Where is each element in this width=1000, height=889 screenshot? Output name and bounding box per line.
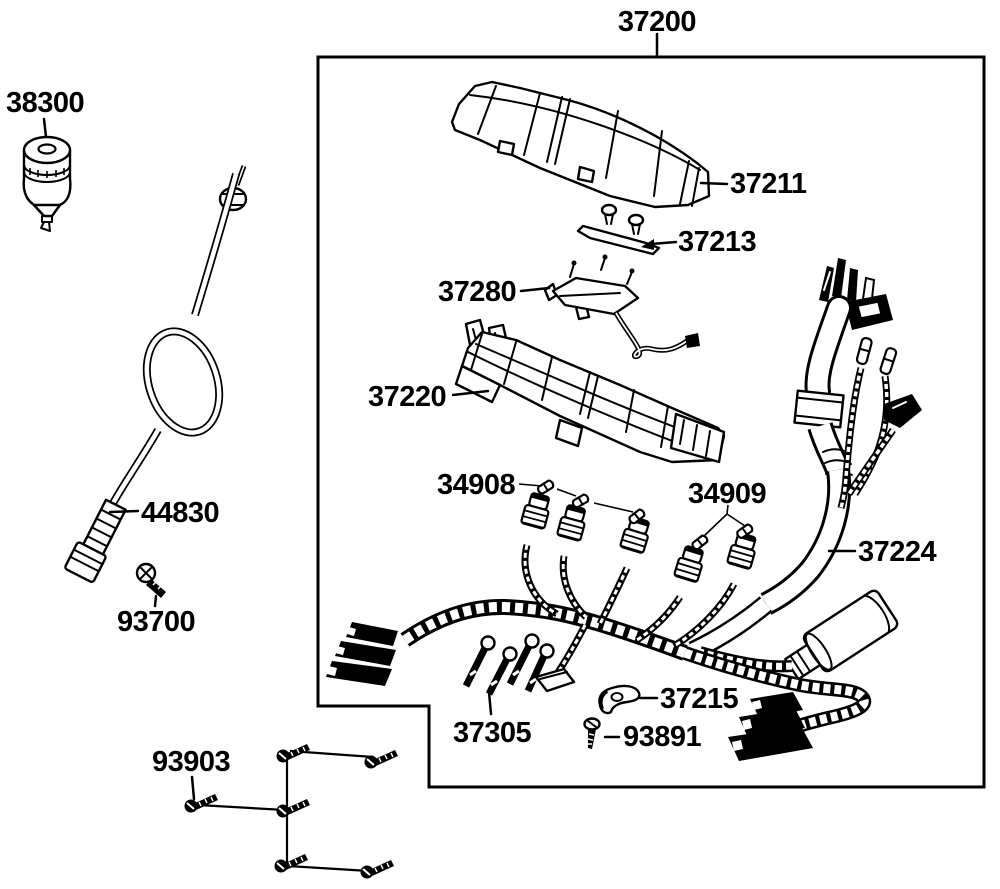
tapping-screw xyxy=(273,853,309,874)
tapping-screw xyxy=(363,749,399,770)
part-label-34909: 34909 xyxy=(688,478,767,510)
bulb xyxy=(535,478,556,496)
harness-bottom-connectors xyxy=(728,692,813,761)
tapping-screw xyxy=(359,859,395,880)
part-label-93891: 93891 xyxy=(623,721,702,753)
bulb xyxy=(689,533,710,552)
bullet-terminal xyxy=(879,347,898,376)
part-label-37280: 37280 xyxy=(438,276,516,308)
wire-harness-37224 xyxy=(326,258,922,761)
bulb-socket xyxy=(555,502,590,543)
screw-set-93903 xyxy=(183,743,399,880)
bulb-socket xyxy=(519,490,554,531)
bulbs-34908 xyxy=(535,478,647,526)
part-label-93903: 93903 xyxy=(152,746,231,778)
tapping-screw xyxy=(275,743,311,764)
part-labels: 37200 38300 37211 37213 37280 37220 3490… xyxy=(6,6,937,778)
spade-connector xyxy=(884,394,922,428)
part-label-37305: 37305 xyxy=(453,717,532,749)
part-label-37224: 37224 xyxy=(858,536,937,568)
bullet-terminal xyxy=(855,336,873,366)
switch-38300 xyxy=(22,135,72,232)
leader-lines xyxy=(42,32,857,801)
harness-top-terminals xyxy=(819,258,893,330)
part-label-38300: 38300 xyxy=(6,87,84,119)
bolts-37305 xyxy=(462,633,576,696)
part-label-37211: 37211 xyxy=(730,168,807,200)
bulb-socket xyxy=(672,543,708,584)
part-label-37213: 37213 xyxy=(678,226,757,258)
part-label-34908: 34908 xyxy=(437,469,516,501)
harness-band xyxy=(793,389,845,429)
clamp-37215 xyxy=(598,684,641,715)
harness-left-connectors xyxy=(326,622,398,686)
meter-cover-37211 xyxy=(450,80,711,209)
harness-cylinder xyxy=(784,589,899,681)
meter-case-37220 xyxy=(454,318,726,464)
part-label-93700: 93700 xyxy=(117,606,195,638)
part-label-44830: 44830 xyxy=(141,497,219,529)
speedo-cable-44830 xyxy=(64,165,248,584)
tapping-screw xyxy=(275,798,311,819)
sensor-37280 xyxy=(543,254,700,360)
part-label-37200: 37200 xyxy=(618,6,696,38)
part-label-37215: 37215 xyxy=(660,683,739,715)
tapping-screw xyxy=(183,793,219,814)
assembly-box xyxy=(316,55,986,789)
screw-93700 xyxy=(135,562,166,598)
part-label-37220: 37220 xyxy=(368,381,446,413)
bracket-37213 xyxy=(576,203,661,256)
screw-93891 xyxy=(583,717,601,749)
